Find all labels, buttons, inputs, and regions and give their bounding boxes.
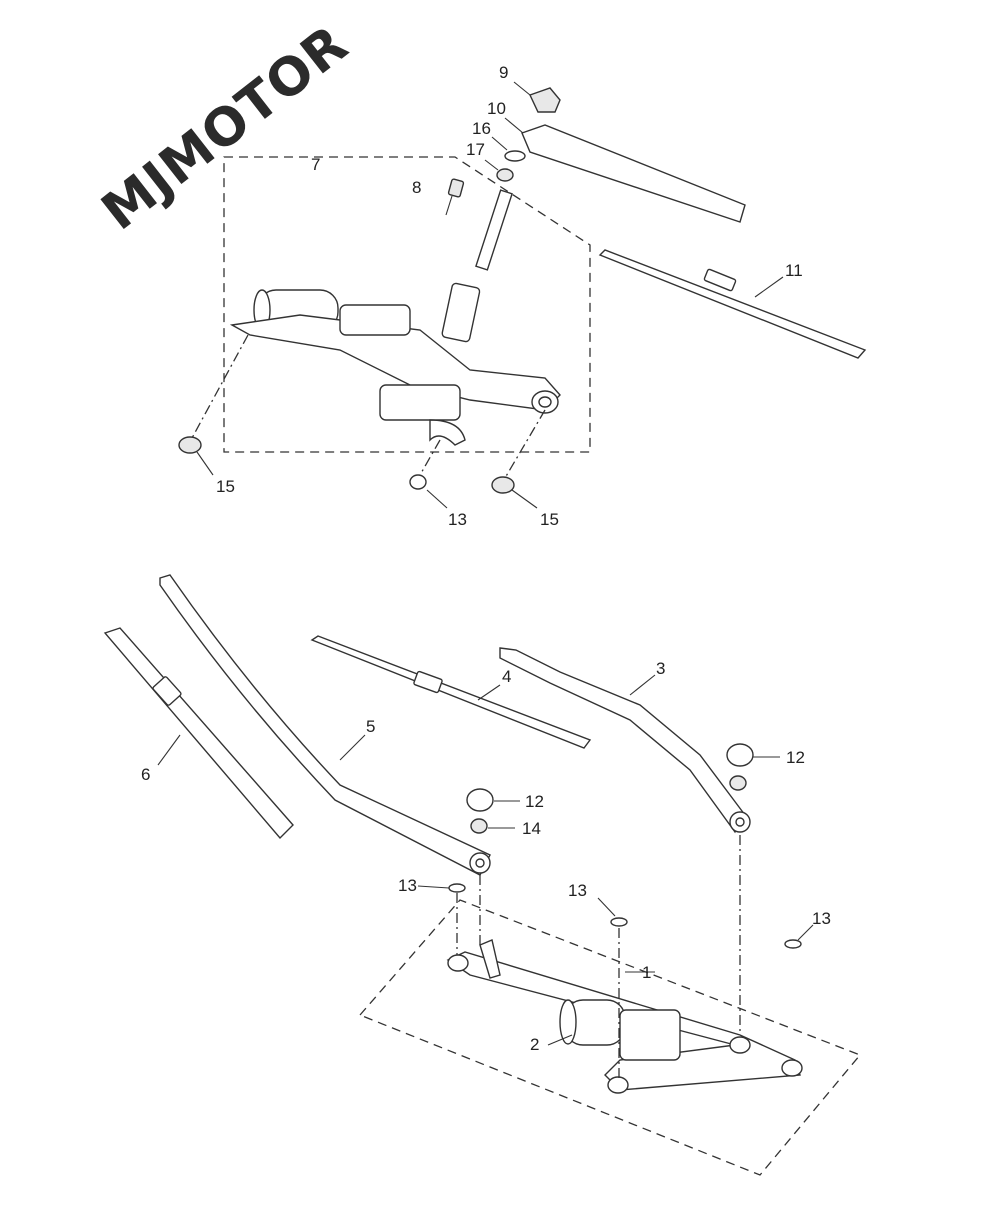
part-13-clip-a bbox=[448, 883, 466, 893]
callout-17: 17 bbox=[466, 140, 485, 159]
callout-13-rear: 13 bbox=[448, 510, 467, 529]
callout-14: 14 bbox=[522, 819, 541, 838]
callout-15-right: 15 bbox=[540, 510, 559, 529]
part-10-rear-wiper-arm bbox=[521, 124, 746, 223]
part-13-grommet-rear bbox=[409, 474, 427, 490]
callout-10: 10 bbox=[487, 99, 506, 118]
leader-line bbox=[157, 734, 181, 766]
part-4-front-wiper-blade bbox=[310, 635, 592, 749]
callout-13-b: 13 bbox=[568, 881, 587, 900]
leader-line bbox=[504, 117, 524, 134]
callout-7: 7 bbox=[311, 155, 320, 174]
callout-11: 11 bbox=[785, 261, 803, 280]
front-wiper-assembly bbox=[103, 574, 862, 1176]
callout-5: 5 bbox=[366, 717, 375, 736]
part-11-rear-wiper-blade bbox=[598, 249, 867, 359]
part-5-front-wiper-arm-left bbox=[159, 574, 491, 876]
mjmotor-watermark: MJMOTOR bbox=[91, 14, 359, 242]
callout-3: 3 bbox=[656, 659, 665, 678]
rear-wiper-motor bbox=[229, 189, 561, 446]
front-wiper-linkage-and-motor bbox=[446, 939, 803, 1094]
leader-line bbox=[339, 734, 366, 761]
alignment-line bbox=[504, 409, 546, 479]
part-9-cap bbox=[529, 87, 561, 113]
leader-line bbox=[491, 136, 508, 151]
part-15-nut-right bbox=[491, 476, 515, 494]
leader-line bbox=[629, 674, 656, 696]
rear-assembly-group-box bbox=[223, 156, 591, 453]
part-8-screw bbox=[445, 178, 465, 216]
callout-15-left: 15 bbox=[216, 477, 235, 496]
alignment-line bbox=[191, 334, 249, 439]
leader-line bbox=[597, 897, 616, 917]
callout-labels: 9 10 16 17 7 8 11 15 13 15 3 4 5 12 6 12… bbox=[141, 63, 831, 1054]
callout-1: 1 bbox=[642, 963, 651, 982]
callout-12-right: 12 bbox=[786, 748, 805, 767]
leader-line bbox=[797, 924, 814, 941]
callout-6: 6 bbox=[141, 765, 150, 784]
leader-line bbox=[513, 81, 531, 96]
callout-13-a: 13 bbox=[398, 876, 417, 895]
callout-12-left: 12 bbox=[525, 792, 544, 811]
leader-line bbox=[417, 885, 450, 889]
part-14-nut-right bbox=[729, 775, 747, 791]
leader-line bbox=[754, 276, 784, 298]
part-15-nut-left bbox=[178, 436, 202, 454]
callout-2: 2 bbox=[530, 1035, 539, 1054]
leader-line bbox=[426, 489, 448, 509]
leader-line bbox=[547, 1034, 573, 1046]
part-6-front-wiper-blade bbox=[103, 627, 294, 840]
leader-line bbox=[196, 451, 214, 476]
leader-line bbox=[511, 489, 538, 509]
callout-4: 4 bbox=[502, 667, 511, 686]
part-16-washer bbox=[504, 150, 526, 162]
alignment-line bbox=[419, 439, 441, 476]
part-12-cap-right bbox=[726, 743, 754, 767]
callout-9: 9 bbox=[499, 63, 508, 82]
rear-wiper-assembly bbox=[178, 81, 867, 509]
callout-13-c: 13 bbox=[812, 909, 831, 928]
callout-8: 8 bbox=[412, 178, 421, 197]
part-13-clip-b bbox=[610, 917, 628, 927]
part-14-nut bbox=[470, 818, 488, 834]
part-13-clip-c bbox=[784, 939, 802, 949]
leader-line bbox=[477, 684, 501, 701]
part-12-cap-left bbox=[466, 788, 494, 812]
callout-16: 16 bbox=[472, 119, 491, 138]
part-17-nut bbox=[496, 168, 514, 182]
leader-line bbox=[484, 159, 499, 171]
